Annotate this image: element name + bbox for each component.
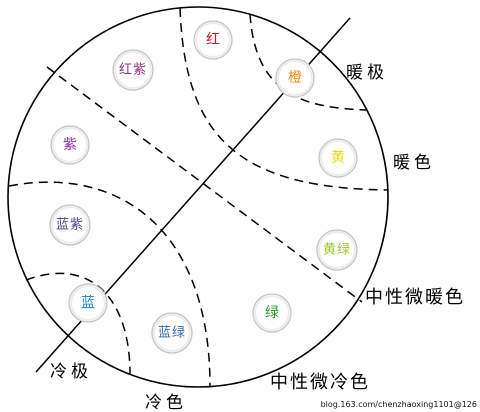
hue-label: 红紫 (119, 62, 147, 78)
hue-yellow: 黄 (318, 138, 358, 178)
hue-swatch-ring (252, 293, 292, 333)
cold-pole-label: 冷极 (50, 362, 92, 382)
hue-swatch-shade (51, 206, 89, 244)
hue-label: 蓝绿 (158, 326, 186, 341)
hue-swatch-ring (50, 125, 90, 165)
hue-swatch-shade (153, 314, 191, 352)
hue-label: 蓝 (81, 295, 95, 311)
hue-violet: 紫 (50, 125, 90, 165)
neutral-warm-label: 中性微暖色 (365, 287, 465, 308)
hue-blue-green: 蓝绿 (151, 312, 193, 354)
hue-swatch-shade (70, 285, 106, 321)
hue-swatch-ring (318, 138, 358, 178)
warm-outer-boundary (179, 7, 389, 191)
hue-swatch-shade (195, 22, 231, 58)
hue-blue-violet: 蓝紫 (49, 204, 91, 246)
hue-label: 蓝紫 (56, 218, 84, 233)
hue-green: 绿 (252, 293, 292, 333)
warm-region-label: 暖色 (393, 153, 435, 173)
hue-swatch-ring (68, 283, 108, 323)
hue-label: 橙 (288, 70, 302, 86)
hue-swatch-shade (52, 127, 88, 163)
hue-swatch-ring (151, 312, 193, 354)
hue-orange: 橙 (275, 58, 315, 98)
hue-label: 黄绿 (323, 243, 351, 258)
hue-red: 红 (193, 20, 233, 60)
neutral-axis (46, 66, 363, 303)
source-watermark: blog.163.com/chenzhaoxing1101@126 (321, 400, 477, 409)
hue-label: 黄 (331, 149, 345, 166)
hue-swatch-ring (49, 204, 91, 246)
hue-label: 紫 (63, 137, 77, 153)
cold-region-label: 冷色 (145, 393, 187, 412)
cold-outer-boundary (8, 181, 211, 387)
hue-swatch-shade (318, 231, 356, 269)
hue-swatch-shade (320, 140, 356, 176)
warm-pole-label: 暖极 (346, 63, 388, 83)
hue-swatch-shade (114, 51, 152, 89)
hue-label: 红 (206, 32, 220, 48)
hue-swatch-ring (193, 20, 233, 60)
warm-inner-boundary (249, 13, 368, 111)
neutral-cool-label: 中性微冷色 (270, 372, 370, 393)
hue-red-violet: 红紫 (112, 49, 154, 91)
hue-label: 绿 (265, 305, 279, 321)
hue-swatch-ring (316, 229, 358, 271)
hue-swatch-ring (112, 49, 154, 91)
hue-blue: 蓝 (68, 283, 108, 323)
hue-swatch-shade (254, 295, 290, 331)
hue-swatch-ring (275, 58, 315, 98)
hue-yellow-green: 黄绿 (316, 229, 358, 271)
hue-swatch-shade (277, 60, 313, 96)
hue-wheel-outline (7, 6, 389, 388)
